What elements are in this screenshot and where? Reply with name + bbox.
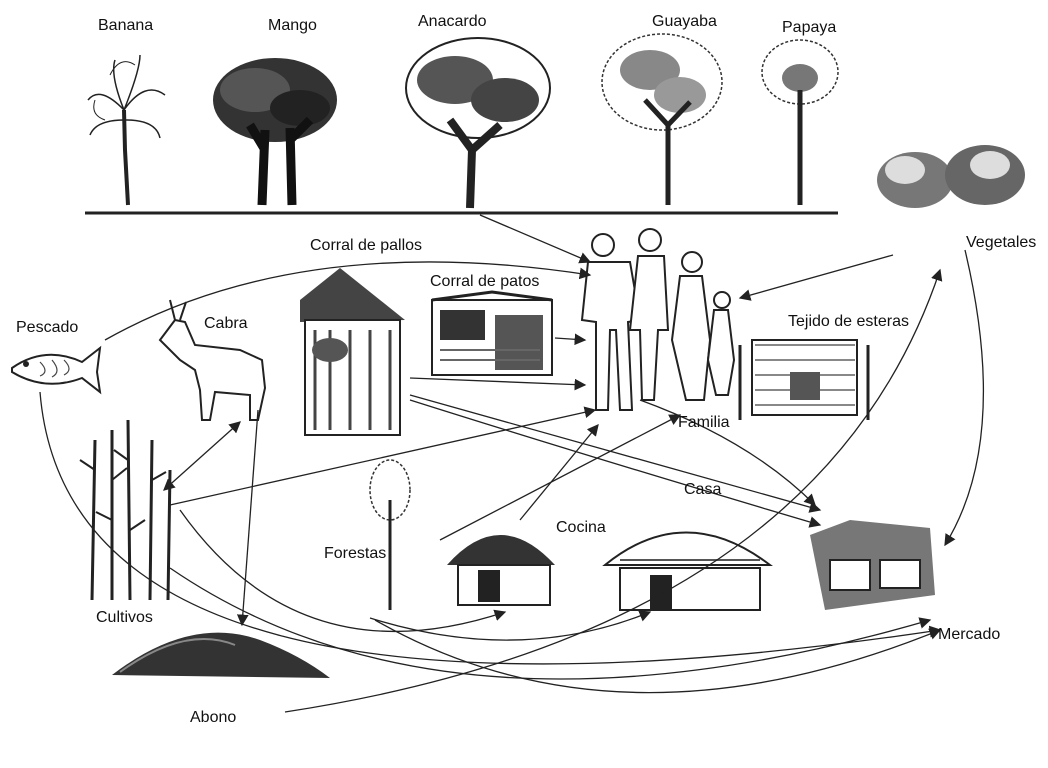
arrow-coop-to-market-2 (409, 399, 822, 528)
label-corral-patos: Corral de patos (430, 273, 540, 290)
arrow-vegetables-to-family (738, 254, 894, 301)
label-cultivos: Cultivos (96, 609, 153, 626)
vegetables-icon (877, 145, 1025, 208)
label-mango: Mango (268, 17, 317, 34)
label-pescado: Pescado (16, 319, 79, 336)
market-icon (810, 520, 935, 610)
papaya-tree-icon (761, 39, 839, 205)
goat-icon (158, 299, 267, 421)
label-cabra: Cabra (204, 315, 248, 332)
arrow-weaving-to-family (639, 399, 816, 506)
arrow-trees-to-family (479, 214, 592, 264)
arrow-forest-to-house (369, 610, 652, 641)
compost-heap-icon (112, 632, 330, 678)
label-vegetales: Vegetales (966, 234, 1037, 251)
flow-arrows (39, 214, 985, 713)
family-icon (580, 228, 736, 411)
arrow-forest-to-family (439, 414, 682, 541)
forest-tree-icon (369, 459, 411, 610)
label-abono: Abono (190, 709, 237, 726)
arrow-vegetables-to-market (944, 249, 985, 547)
label-forestas: Forestas (324, 545, 387, 562)
arrow-abono-to-vegetables (284, 268, 943, 713)
arrow-duck-to-family (554, 333, 587, 346)
label-papaya: Papaya (782, 19, 837, 36)
label-corral-pollos: Corral de pallos (310, 237, 423, 254)
arrow-kitchen-to-family (519, 423, 599, 521)
arrow-fish-to-market (39, 391, 942, 665)
banana-tree-icon (87, 54, 166, 206)
label-casa: Casa (684, 481, 722, 498)
arrow-goat-to-abono (236, 409, 259, 627)
label-anacardo: Anacardo (418, 13, 487, 30)
fish-icon (11, 345, 102, 395)
mat-weaving-icon (738, 339, 870, 420)
arrow-fish-to-family (104, 261, 592, 341)
anacardo-tree-icon (405, 37, 551, 209)
label-cocina: Cocina (556, 519, 606, 536)
label-familia: Familia (678, 414, 730, 431)
arrow-goat-crops (163, 421, 241, 491)
label-tejido: Tejido de esteras (788, 313, 909, 330)
arrow-crops-to-market (169, 567, 932, 680)
kitchen-hut-icon (447, 535, 555, 606)
mango-tree-icon (213, 58, 337, 206)
arrow-abono-to-market (374, 619, 942, 694)
arrow-coop-to-market-1 (409, 394, 822, 513)
duck-pen-icon (431, 290, 553, 376)
label-guayaba: Guayaba (652, 13, 717, 30)
arrow-crops-to-family (169, 406, 597, 506)
guayaba-tree-icon (601, 33, 723, 205)
house-hut-icon (602, 531, 773, 611)
label-banana: Banana (98, 17, 154, 34)
chicken-coop-icon (300, 268, 405, 436)
arrow-crops-to-kitchen (179, 509, 507, 633)
crops-icon (79, 419, 172, 601)
arrow-coop-to-family (409, 377, 587, 391)
label-mercado: Mercado (938, 626, 1001, 643)
